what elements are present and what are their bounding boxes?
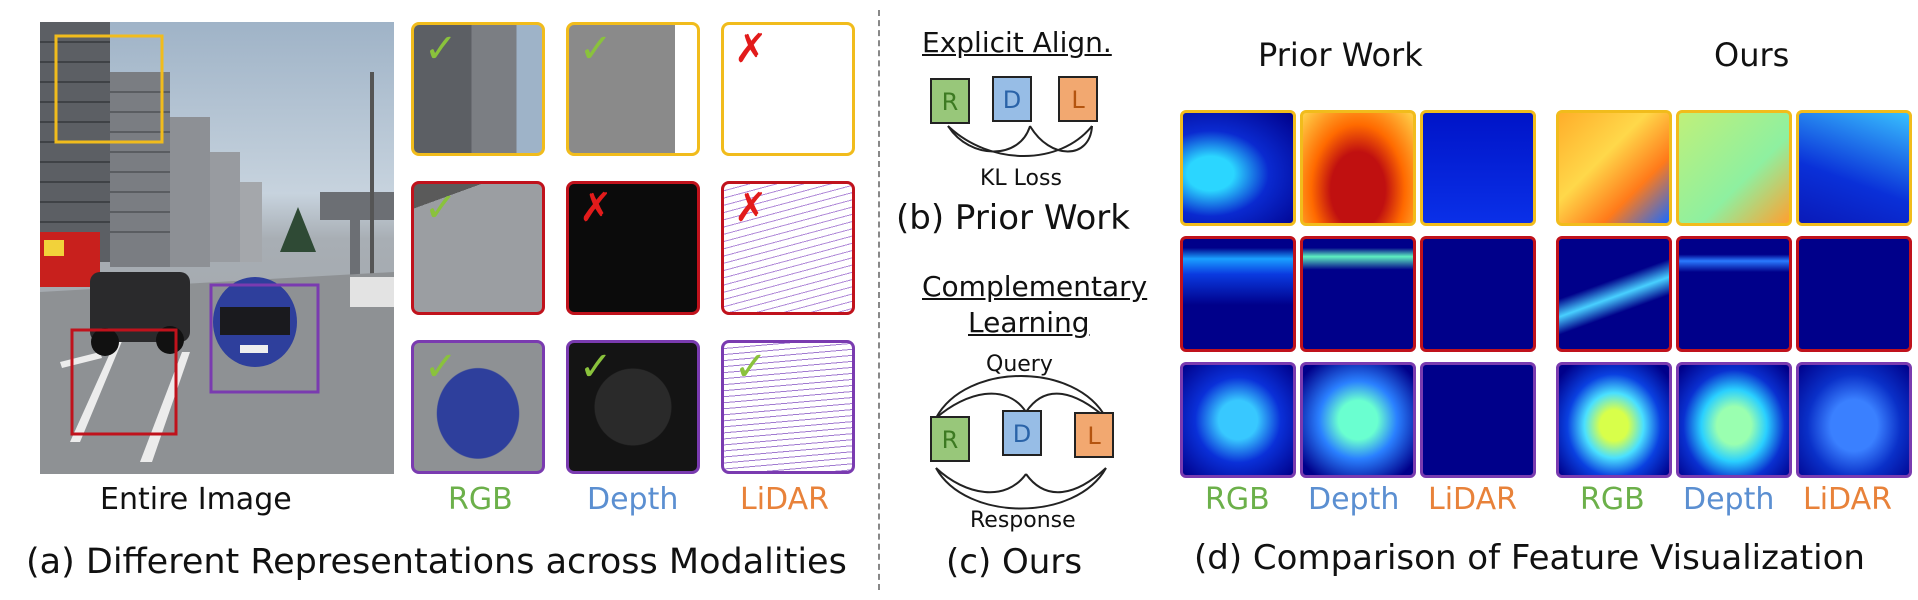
tile-lidar-purple: ✓ bbox=[721, 340, 855, 474]
entire-image-label: Entire Image bbox=[100, 482, 292, 517]
tile-depth-yellow: ✓ bbox=[566, 22, 700, 156]
tile-lidar-red: ✗ bbox=[721, 181, 855, 315]
learning-title: Learning bbox=[968, 306, 1090, 339]
cross-icon: ✗ bbox=[579, 185, 613, 231]
complementary-title: Complementary bbox=[922, 270, 1148, 303]
scene-image bbox=[40, 22, 394, 474]
check-icon: ✓ bbox=[734, 344, 768, 390]
heatmap-prior-rgb-red bbox=[1180, 236, 1296, 352]
panel-c: Complementary Learning Query R D L Respo… bbox=[890, 260, 1170, 600]
heatmap-ours-lidar-yellow bbox=[1796, 110, 1912, 226]
label-prior-lidar: LiDAR bbox=[1428, 482, 1517, 517]
heatmap-ours-rgb-yellow bbox=[1556, 110, 1672, 226]
label-rgb: RGB bbox=[448, 482, 513, 517]
label-depth: Depth bbox=[587, 482, 679, 517]
check-icon: ✓ bbox=[424, 344, 458, 390]
tile-rgb-purple: ✓ bbox=[411, 340, 545, 474]
kl-loss-label: KL Loss bbox=[980, 166, 1062, 191]
heatmap-prior-depth-red bbox=[1300, 236, 1416, 352]
check-icon: ✓ bbox=[424, 26, 458, 72]
tile-depth-red: ✗ bbox=[566, 181, 700, 315]
panel-b: Explicit Align. R D L KL Loss (b) Prior … bbox=[890, 0, 1170, 260]
caption-b: (b) Prior Work bbox=[896, 198, 1130, 238]
tile-rgb-red: ✓ bbox=[411, 181, 545, 315]
heatmap-prior-lidar-purple bbox=[1420, 362, 1536, 478]
label-ours-depth: Depth bbox=[1683, 482, 1775, 517]
heatmap-ours-lidar-red bbox=[1796, 236, 1912, 352]
label-prior-depth: Depth bbox=[1308, 482, 1400, 517]
cube-r: R bbox=[930, 78, 970, 124]
explicit-align-title: Explicit Align. bbox=[922, 26, 1112, 59]
heatmap-ours-depth-red bbox=[1676, 236, 1792, 352]
cross-icon: ✗ bbox=[734, 185, 768, 231]
label-lidar: LiDAR bbox=[740, 482, 829, 517]
cube-l: L bbox=[1074, 412, 1114, 458]
check-icon: ✓ bbox=[424, 185, 458, 231]
caption-c: (c) Ours bbox=[946, 542, 1083, 582]
label-ours-rgb: RGB bbox=[1580, 482, 1645, 517]
cross-icon: ✗ bbox=[734, 26, 768, 72]
label-ours-lidar: LiDAR bbox=[1803, 482, 1892, 517]
caption-d: (d) Comparison of Feature Visualization bbox=[1194, 538, 1865, 578]
label-prior-rgb: RGB bbox=[1205, 482, 1270, 517]
heatmap-prior-depth-yellow bbox=[1300, 110, 1416, 226]
check-icon: ✓ bbox=[579, 26, 613, 72]
panel-d: Prior Work Ours RGB Depth LiDAR RGB Dept… bbox=[1170, 0, 1918, 600]
query-response-arrows bbox=[935, 375, 1107, 510]
heatmap-ours-depth-yellow bbox=[1676, 110, 1792, 226]
heatmap-ours-rgb-purple bbox=[1556, 362, 1672, 478]
caption-a: (a) Different Representations across Mod… bbox=[26, 542, 847, 582]
tile-rgb-yellow: ✓ bbox=[411, 22, 545, 156]
heatmap-prior-depth-purple bbox=[1300, 362, 1416, 478]
heatmap-prior-lidar-red bbox=[1420, 236, 1536, 352]
heatmap-prior-rgb-yellow bbox=[1180, 110, 1296, 226]
cube-d: D bbox=[992, 76, 1032, 122]
query-label: Query bbox=[986, 352, 1053, 377]
heatmap-prior-lidar-yellow bbox=[1420, 110, 1536, 226]
panel-a: ✓ ✓ ✗ ✓ ✗ ✗ ✓ ✓ ✓ Entire Image RGB Depth… bbox=[0, 0, 880, 600]
heatmap-prior-rgb-purple bbox=[1180, 362, 1296, 478]
kl-arrows bbox=[947, 125, 1093, 157]
heatmap-ours-lidar-purple bbox=[1796, 362, 1912, 478]
heatmap-ours-rgb-red bbox=[1556, 236, 1672, 352]
tile-lidar-yellow: ✗ bbox=[721, 22, 855, 156]
response-label: Response bbox=[970, 508, 1076, 533]
cube-l: L bbox=[1058, 76, 1098, 122]
cube-d: D bbox=[1002, 410, 1042, 456]
prior-work-heading: Prior Work bbox=[1258, 36, 1423, 74]
tile-depth-purple: ✓ bbox=[566, 340, 700, 474]
scene-drawing bbox=[40, 22, 394, 474]
heatmap-ours-depth-purple bbox=[1676, 362, 1792, 478]
divider bbox=[878, 10, 880, 590]
cube-r: R bbox=[930, 416, 970, 462]
ours-heading: Ours bbox=[1714, 36, 1790, 74]
check-icon: ✓ bbox=[579, 344, 613, 390]
